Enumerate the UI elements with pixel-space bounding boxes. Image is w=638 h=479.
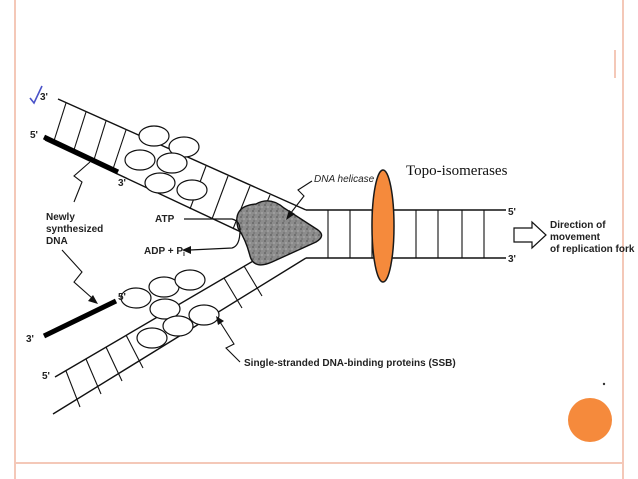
frame-line-right-inner <box>614 50 616 78</box>
label-ssb: Single-stranded DNA-binding proteins (SS… <box>244 358 456 369</box>
new-strand-upper <box>42 134 120 175</box>
ssb-pointer-arrowhead-icon <box>216 316 224 325</box>
label-dna-helicase: DNA helicase <box>314 174 375 185</box>
direction-arrow-icon <box>513 220 547 250</box>
label-right-3prime: 3' <box>508 254 516 265</box>
adp-arrowhead-icon <box>182 246 191 254</box>
label-top-5prime: 5' <box>30 130 38 141</box>
unreplicated-duplex <box>306 209 506 259</box>
label-direction-line1: Direction of <box>550 220 606 231</box>
label-adp: ADP + Pi <box>144 246 185 258</box>
label-topo-isomerases: Topo-isomerases <box>406 163 508 179</box>
label-newly-line1: Newly <box>46 212 75 223</box>
newly-pointer-lower-arrowhead-icon <box>88 295 98 304</box>
frame-line-right <box>622 0 624 479</box>
helicase-pointer-line <box>289 180 313 215</box>
label-top-3prime: 3' <box>40 92 48 103</box>
ssb-proteins-lower <box>120 269 220 349</box>
topoisomerase-ellipse <box>371 169 395 283</box>
newly-pointer-lower <box>61 249 93 299</box>
label-direction-line3: of replication fork <box>550 244 635 255</box>
lower-arm-rungs <box>65 265 263 408</box>
dna-helicase-shape <box>236 200 323 266</box>
decorative-orange-circle <box>568 398 612 442</box>
label-newly-line3: DNA <box>46 236 68 247</box>
newly-pointer-upper <box>73 161 91 203</box>
label-bottom-5prime: 5' <box>42 371 50 382</box>
atp-arrow <box>184 218 241 251</box>
label-atp: ATP <box>155 214 175 225</box>
new-strand-lower <box>42 298 118 339</box>
label-new-top-3prime: 3' <box>118 178 126 189</box>
check-mark-icon <box>29 85 43 105</box>
label-direction-line2: movement <box>550 232 601 243</box>
label-newly-line2: synthesized <box>46 224 103 235</box>
label-right-5prime: 5' <box>508 207 516 218</box>
small-dot <box>602 382 606 386</box>
helicase-pointer-arrowhead-icon <box>286 210 295 220</box>
frame-line-left <box>14 0 16 479</box>
duplex-rungs <box>327 210 485 258</box>
ssb-proteins-upper <box>124 125 208 201</box>
frame-line-bottom <box>14 462 624 464</box>
label-new-bottom-5prime: 5' <box>118 292 126 303</box>
ssb-pointer-line <box>219 321 241 363</box>
label-bottom-3prime: 3' <box>26 334 34 345</box>
